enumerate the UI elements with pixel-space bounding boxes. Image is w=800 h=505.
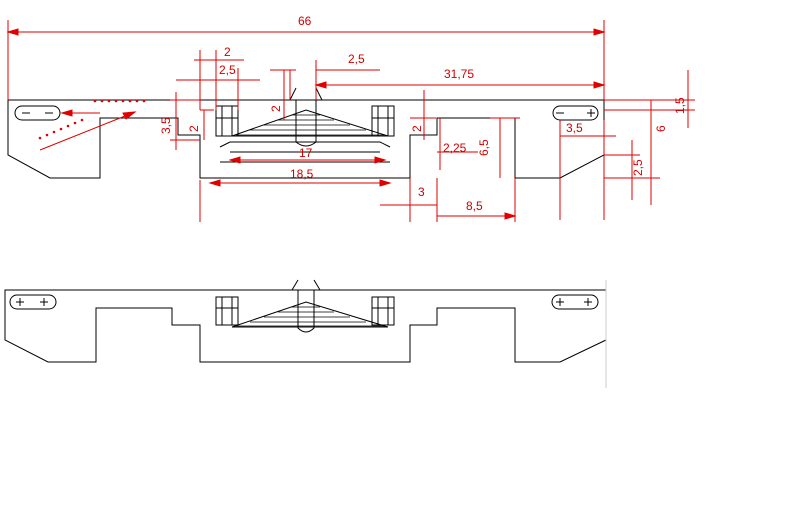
bottom-part-outline (4, 279, 607, 363)
top-part-outline (7, 87, 605, 179)
dim-top-height: 1,5 (673, 97, 687, 114)
dim-block-height: 6,5 (477, 139, 491, 156)
dim-slot-offset: 2 (224, 45, 231, 59)
dim-notch-height: 2,25 (443, 141, 467, 155)
dim-foot-span: 8,5 (466, 199, 483, 213)
dim-center-offset: 2,5 (348, 52, 365, 66)
dim-step-height: 3,5 (159, 117, 173, 134)
dim-overall-width: 66 (298, 14, 312, 28)
dim-slot-gap: 17 (299, 146, 313, 160)
dim-pin-height: 2 (269, 105, 283, 112)
dim-bottom-span: 18,5 (290, 167, 314, 181)
dim-right-length: 31,75 (444, 67, 474, 81)
dim-right-height: 6 (654, 125, 668, 132)
dim-slot-width: 2,5 (219, 63, 236, 77)
dimension-labels: 66 2 2,5 2,5 31,75 1,5 3,5 2 2 2 3,5 6 6… (159, 14, 687, 213)
dim-foot-width: 3 (418, 185, 425, 199)
dimension-lines (6, 20, 695, 222)
dim-right-corner: 2,5 (631, 159, 645, 176)
dim-inner-step: 2 (410, 125, 424, 132)
dim-hole-spacing: 3,5 (566, 121, 583, 135)
dotted-marks (38, 99, 146, 140)
dim-step-depth: 2 (187, 125, 201, 132)
